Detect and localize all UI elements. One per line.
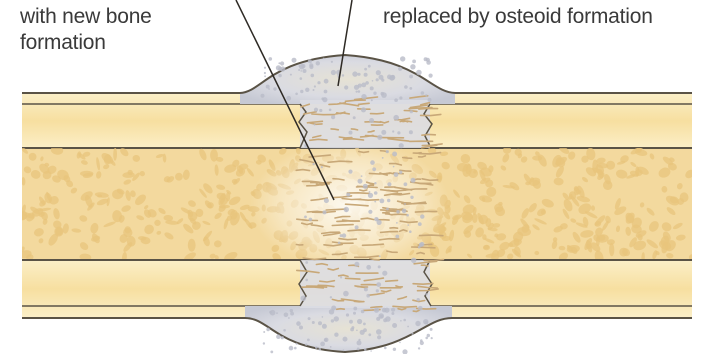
label-right-line1: replaced by osteoid formation: [383, 4, 653, 30]
label-new-bone-formation: with new bone formation: [20, 4, 152, 56]
label-osteoid-formation: replaced by osteoid formation: [383, 4, 653, 30]
label-left-line1: with new bone: [20, 4, 152, 30]
label-left-line2: formation: [20, 30, 152, 56]
